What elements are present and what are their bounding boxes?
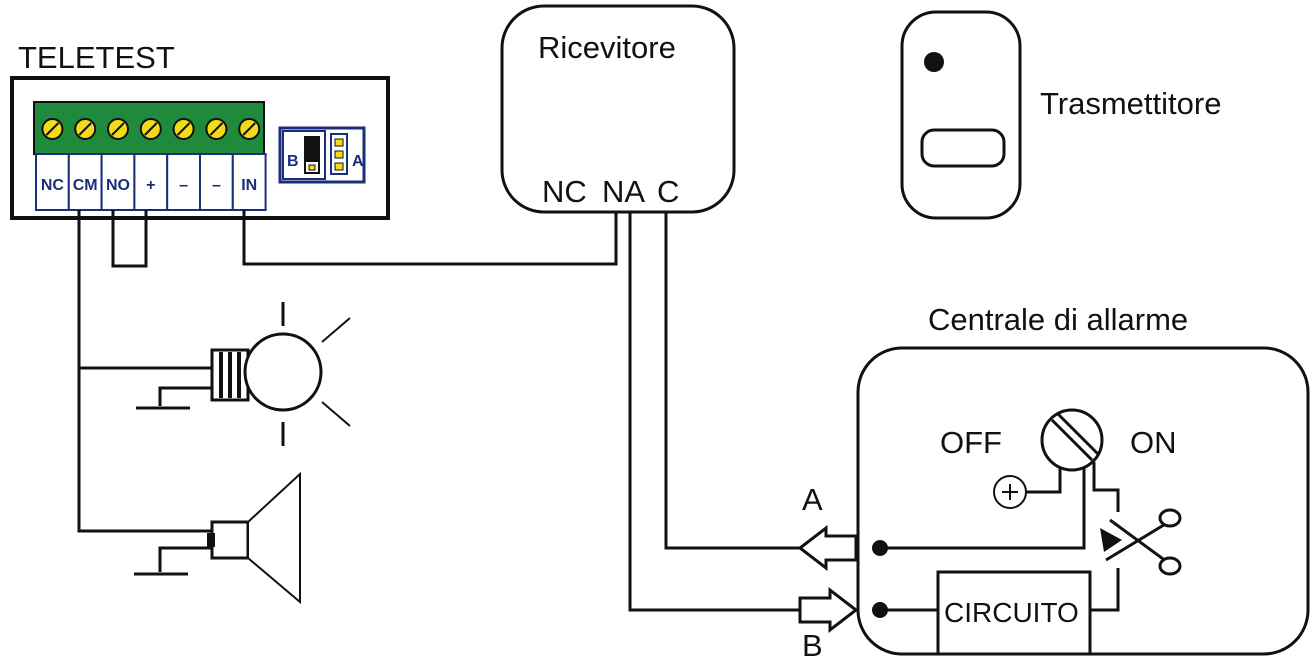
- teletest-terminal-label: +: [146, 177, 155, 194]
- circuit-label: CIRCUITO: [944, 597, 1079, 628]
- positive-terminal-icon: [993, 475, 1027, 509]
- cm-wire: [77, 210, 212, 533]
- teletest-jumper: B A: [278, 126, 366, 184]
- off-label: OFF: [940, 425, 1002, 460]
- jumper-b-label: B: [287, 153, 299, 170]
- siren-icon: [134, 471, 301, 605]
- teletest-terminal-label: CM: [73, 177, 98, 194]
- alarm-panel-title: Centrale di allarme: [928, 302, 1188, 337]
- scissors-icon: [1100, 508, 1182, 576]
- transmitter-title: Trasmettitore: [1040, 86, 1221, 121]
- input-b-label: B: [802, 628, 823, 660]
- teletest-screws: [41, 118, 261, 140]
- input-a-label: A: [802, 482, 823, 517]
- c-to-a-wire: [664, 212, 800, 550]
- no-wire-loop: [111, 210, 148, 268]
- teletest-terminal-label: –: [179, 177, 188, 194]
- input-a-dot: [872, 540, 888, 556]
- jumper-a-label: A: [352, 153, 364, 170]
- teletest-title: TELETEST: [18, 40, 175, 75]
- teletest-terminal-label: NC: [41, 177, 65, 194]
- teletest-terminal-label: –: [212, 177, 221, 194]
- input-a-arrow: [797, 524, 858, 572]
- teletest-terminal-strip: NC CM NO + – – IN: [33, 101, 267, 211]
- receiver-terminal-c: C: [657, 174, 679, 209]
- cut-wire: [1092, 462, 1120, 512]
- receiver-title: Ricevitore: [538, 30, 676, 65]
- switch-to-a-wire: [880, 468, 1086, 550]
- lamp-icon: [136, 302, 351, 446]
- on-label: ON: [1130, 425, 1177, 460]
- receiver-terminal-na: NA: [602, 174, 645, 209]
- teletest-terminal-label: NO: [106, 177, 130, 194]
- in-wire: [242, 210, 618, 266]
- transmitter-icon: [900, 10, 1022, 220]
- input-b-arrow: [798, 586, 859, 634]
- input-b-dot: [872, 602, 888, 618]
- receiver-terminal-nc: NC: [542, 174, 587, 209]
- key-switch-icon: [1040, 408, 1104, 472]
- teletest-terminal-label: IN: [241, 177, 257, 194]
- circuit-box: [936, 570, 1092, 656]
- receiver-box: [500, 4, 736, 214]
- na-to-b-wire: [628, 212, 800, 612]
